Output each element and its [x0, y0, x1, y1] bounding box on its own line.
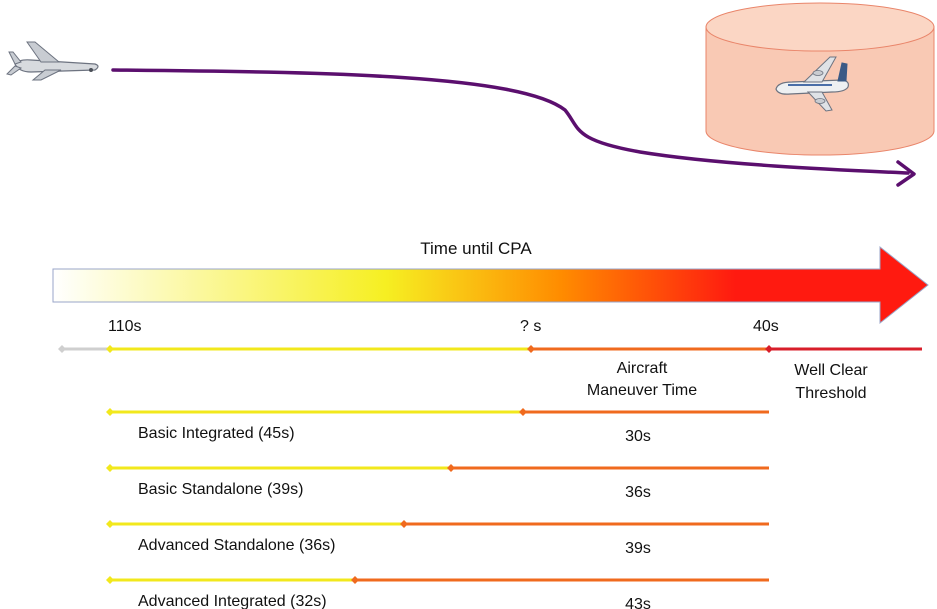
config-name-label: Basic Standalone (39s) [138, 481, 303, 498]
tick-label-110s: 110s [108, 318, 142, 335]
time-until-cpa-arrow [52, 245, 929, 325]
airliner-icon [775, 56, 849, 112]
main-timeline-110s-marker [106, 345, 114, 353]
config-maneuver-time-label: 43s [625, 596, 651, 609]
config-maneuver-time-label: 30s [625, 428, 651, 445]
tick-label-maneuver: ? s [520, 318, 541, 335]
config-maneuver-time-label: 39s [625, 540, 651, 557]
config-maneuver-time-label: 36s [625, 484, 651, 501]
config-start-marker [106, 520, 114, 528]
config-row: Basic Integrated (45s) 30s [106, 408, 769, 445]
config-row: Advanced Standalone (36s) 39s [106, 520, 769, 557]
config-row: Basic Standalone (39s) 36s [106, 464, 769, 501]
aircraft-maneuver-label-line1: Aircraft [617, 360, 668, 377]
tick-label-40s: 40s [753, 318, 779, 335]
config-alert-marker [351, 576, 359, 584]
flight-path [111, 68, 910, 175]
config-start-marker [106, 464, 114, 472]
well-clear-threshold-label-line2: Threshold [795, 385, 866, 402]
config-start-marker [106, 408, 114, 416]
main-timeline [58, 345, 922, 353]
well-clear-threshold-label-line1: Well Clear [794, 362, 868, 379]
config-alert-marker [447, 464, 455, 472]
main-timeline-start-marker [58, 345, 66, 353]
config-name-label: Basic Integrated (45s) [138, 425, 295, 442]
drone-icon [6, 41, 99, 81]
config-row: Advanced Integrated (32s) 43s [106, 576, 769, 609]
main-timeline-threshold-marker [765, 345, 773, 353]
config-name-label: Advanced Standalone (36s) [138, 537, 335, 554]
config-name-label: Advanced Integrated (32s) [138, 593, 327, 609]
flight-path-arrowhead [896, 160, 916, 187]
time-until-cpa-label: Time until CPA [420, 239, 532, 258]
config-start-marker [106, 576, 114, 584]
aircraft-maneuver-label-line2: Maneuver Time [587, 382, 697, 399]
config-alert-marker [519, 408, 527, 416]
main-timeline-maneuver-marker [527, 345, 535, 353]
config-alert-marker [400, 520, 408, 528]
